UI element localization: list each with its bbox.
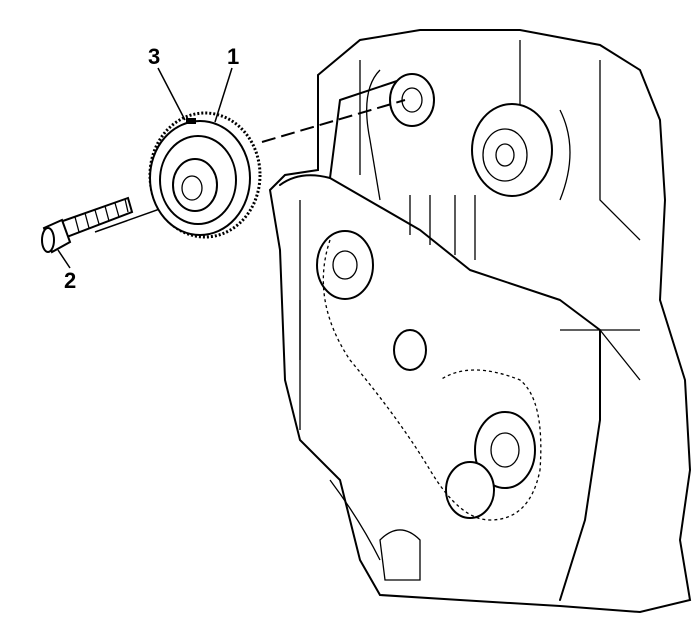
callout-3: 3 — [148, 44, 161, 69]
leader-line-1 — [214, 67, 233, 123]
sprocket-bolt — [41, 196, 134, 254]
camshaft-sprockets — [366, 69, 571, 201]
timing-chain — [316, 230, 542, 581]
leader-line-3 — [157, 67, 186, 121]
camshaft-sprocket — [148, 111, 262, 239]
leader-line-2 — [57, 249, 71, 269]
alignment-mark — [186, 118, 196, 124]
callout-1: 1 — [227, 44, 240, 69]
engine-block — [268, 29, 692, 614]
callout-2: 2 — [64, 268, 77, 293]
alignment-line — [261, 99, 406, 143]
